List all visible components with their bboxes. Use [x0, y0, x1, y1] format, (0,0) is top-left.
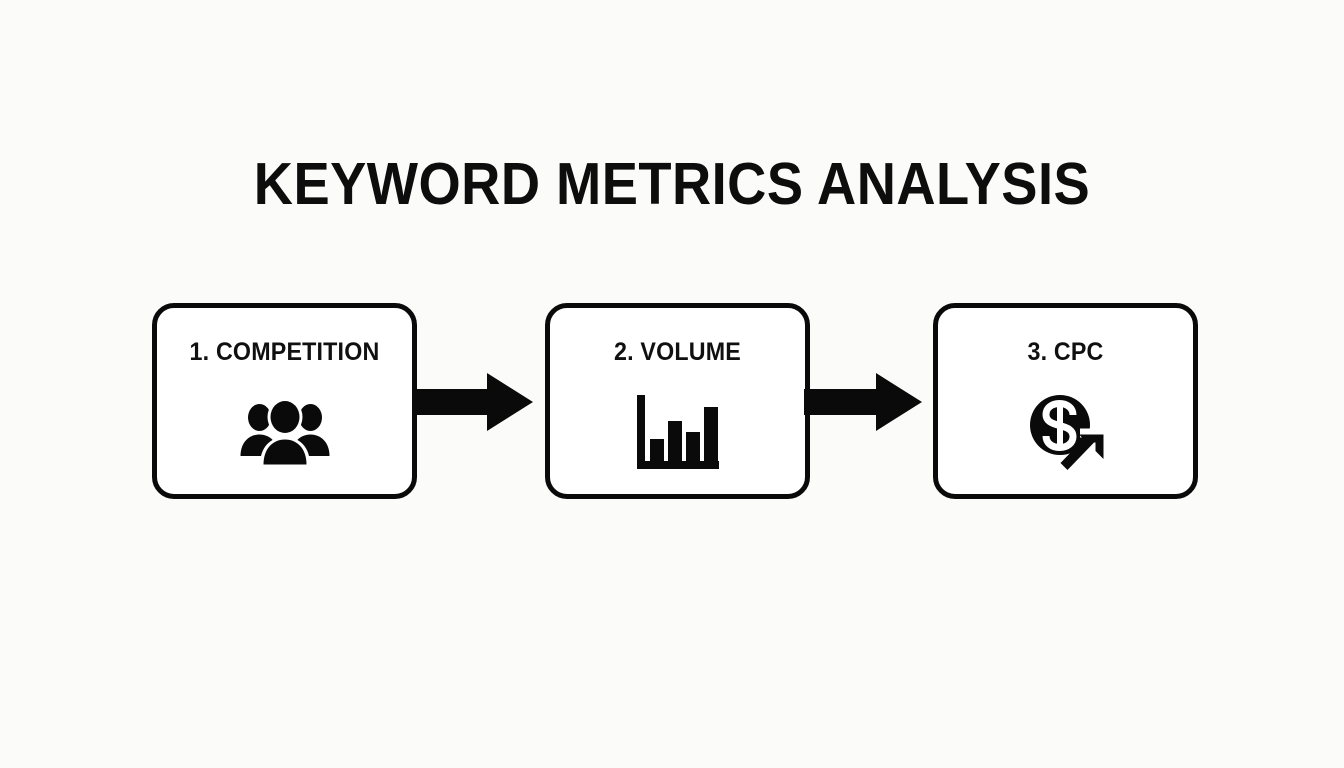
- people-group-icon: [237, 392, 333, 472]
- step-label-volume: 2. VOLUME: [613, 338, 741, 366]
- step-card-cpc[interactable]: 3. CPC: [933, 303, 1198, 499]
- step-label-cpc: 3. CPC: [1027, 338, 1104, 366]
- step-label-competition: 1. COMPETITION: [189, 338, 380, 366]
- step-card-volume[interactable]: 2. VOLUME: [545, 303, 810, 499]
- process-flow-diagram: 1. COMPETITION: [152, 303, 1198, 499]
- page-title: KEYWORD METRICS ANALYSIS: [253, 151, 1091, 217]
- step-card-competition[interactable]: 1. COMPETITION: [152, 303, 417, 499]
- right-arrow-icon-1: [415, 373, 533, 431]
- bar-chart-icon: [630, 392, 726, 472]
- dollar-coin-up-arrow-icon: [1018, 392, 1114, 472]
- right-arrow-icon-2: [804, 373, 922, 431]
